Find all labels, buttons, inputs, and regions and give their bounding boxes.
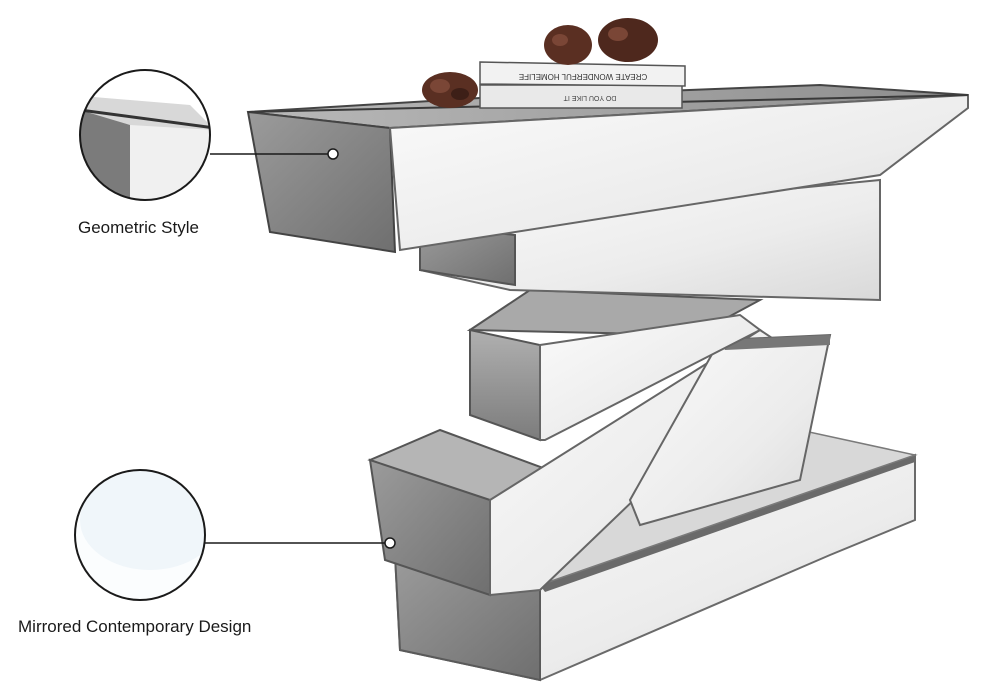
bottom-block bbox=[393, 429, 918, 682]
upper-block bbox=[466, 288, 764, 442]
middle-right-block bbox=[628, 333, 832, 527]
callout-label-mirrored-design: Mirrored Contemporary Design bbox=[18, 617, 252, 636]
callout-label-geometric-style: Geometric Style bbox=[78, 218, 199, 237]
pinecone-icon bbox=[422, 72, 478, 108]
book-spine-top: CREATE WONDERFUL HOMELIFE bbox=[519, 72, 647, 81]
console-table: CREATE WONDERFUL HOMELIFE DO YOU LIKE IT bbox=[246, 18, 969, 682]
callout-mirrored bbox=[74, 469, 396, 601]
book-spine-bottom: DO YOU LIKE IT bbox=[563, 94, 616, 101]
book-stack: CREATE WONDERFUL HOMELIFE DO YOU LIKE IT bbox=[479, 61, 686, 109]
pinecone-icon bbox=[544, 25, 592, 65]
pinecone-icon bbox=[598, 18, 658, 62]
